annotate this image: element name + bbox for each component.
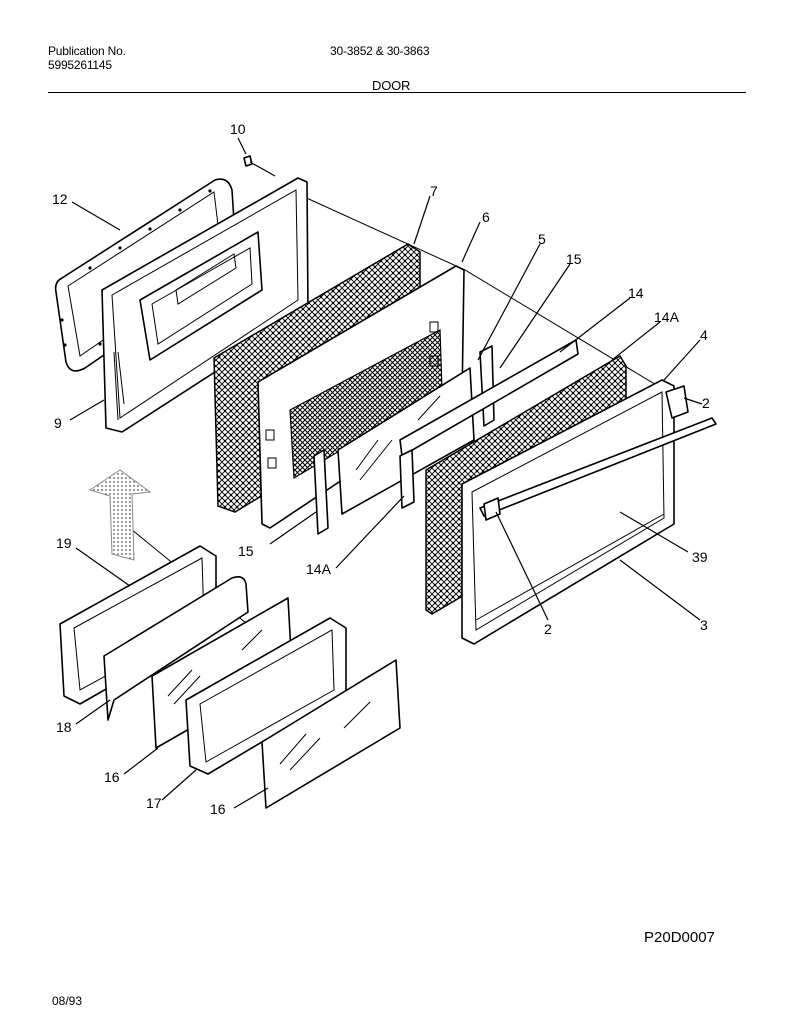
part-6-inner-panel bbox=[257, 265, 465, 529]
callout-labels: 10 12 7 6 5 15 14 14A 4 2 9 15 14A 39 2 … bbox=[52, 121, 710, 817]
publication-number: 5995261145 bbox=[48, 58, 112, 72]
callout-17: 17 bbox=[146, 795, 162, 811]
publication-label: Publication No. bbox=[48, 44, 126, 58]
part-3-outer-frame bbox=[461, 379, 717, 645]
callout-6: 6 bbox=[482, 209, 490, 225]
callout-14: 14 bbox=[628, 285, 644, 301]
callout-5: 5 bbox=[538, 231, 546, 247]
callout-10: 10 bbox=[230, 121, 246, 137]
callout-7: 7 bbox=[430, 183, 438, 199]
callout-9: 9 bbox=[54, 415, 62, 431]
leader-lines bbox=[69, 137, 703, 809]
callout-15-bottom: 15 bbox=[238, 543, 254, 559]
callout-39: 39 bbox=[692, 549, 708, 565]
callout-14a-top: 14A bbox=[654, 309, 680, 325]
callout-18: 18 bbox=[56, 719, 72, 735]
diagram-code: P20D0007 bbox=[644, 929, 715, 946]
part-16-glass-lower bbox=[261, 659, 401, 809]
part-10-screw bbox=[243, 155, 276, 177]
part-18-seal bbox=[103, 576, 249, 721]
callout-16-right: 16 bbox=[210, 801, 226, 817]
callout-16-left: 16 bbox=[104, 769, 120, 785]
callout-14a-bottom: 14A bbox=[306, 561, 332, 577]
callout-15-top: 15 bbox=[566, 251, 582, 267]
callout-2-bottom: 2 bbox=[544, 621, 552, 637]
callout-3: 3 bbox=[700, 617, 708, 633]
part-14-shield bbox=[399, 339, 579, 509]
publication-date: 08/93 bbox=[52, 994, 83, 1008]
callout-19: 19 bbox=[56, 535, 72, 551]
model-numbers: 30-3852 & 30-3863 bbox=[330, 44, 430, 58]
header-rule bbox=[48, 92, 746, 93]
section-title: DOOR bbox=[372, 78, 411, 93]
direction-arrow bbox=[88, 469, 152, 561]
callout-4: 4 bbox=[700, 327, 708, 343]
callout-2-top: 2 bbox=[702, 395, 710, 411]
callout-12: 12 bbox=[52, 191, 68, 207]
